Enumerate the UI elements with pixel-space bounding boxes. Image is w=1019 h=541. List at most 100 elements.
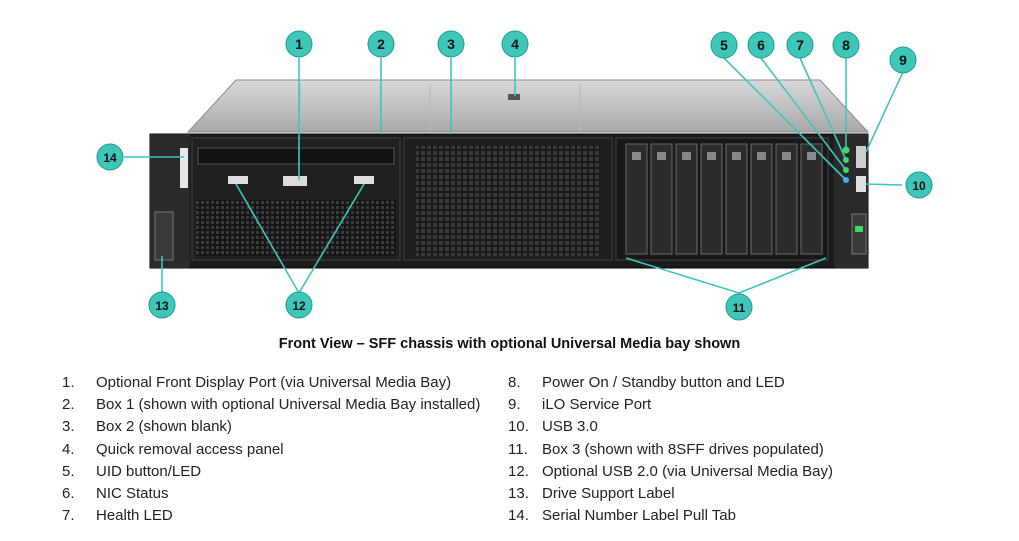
- legend-number: 8.: [508, 374, 521, 391]
- callout-number: 12: [292, 299, 306, 313]
- display-port[interactable]: [283, 176, 307, 186]
- legend-text: iLO Service Port: [542, 396, 652, 414]
- callout-circle: [148, 291, 176, 319]
- callout-circle: [285, 30, 313, 58]
- legend-item: 10. USB 3.0: [508, 416, 833, 438]
- callout-9: 9: [889, 46, 917, 74]
- callout-circle: [725, 293, 753, 321]
- usb-2-port-left[interactable]: [228, 176, 248, 184]
- drive-bay[interactable]: [800, 143, 823, 255]
- drive-latch: [632, 152, 641, 160]
- callout-number: 1: [295, 36, 303, 52]
- callout-circle: [832, 31, 860, 59]
- drive-bay[interactable]: [700, 143, 723, 255]
- drive-bay[interactable]: [775, 143, 798, 255]
- optical-drive-slot: [197, 147, 395, 165]
- drive-bay[interactable]: [750, 143, 773, 255]
- legend-item: 9. iLO Service Port: [508, 394, 833, 416]
- legend-right-column: 8. Power On / Standby button and LED 9. iL…: [508, 372, 833, 527]
- callout-number: 13: [155, 299, 169, 313]
- callout-number: 10: [912, 179, 926, 193]
- callout-number: 11: [733, 301, 746, 315]
- legend-text: Box 1 (shown with optional Universal Med…: [96, 396, 481, 414]
- legend-text: Box 3 (shown with 8SFF drives populated): [542, 440, 824, 458]
- callout-7: 7: [786, 31, 814, 59]
- callout-8: 8: [832, 31, 860, 59]
- callout-circle: [747, 31, 775, 59]
- callout-number: 6: [757, 37, 765, 53]
- legend-number: 13.: [508, 484, 529, 502]
- legend-number: 14.: [508, 507, 529, 525]
- legend-text: Power On / Standby button and LED: [542, 374, 785, 391]
- legend-text: Drive Support Label: [542, 484, 675, 502]
- legend-item: 14. Serial Number Label Pull Tab: [508, 505, 833, 527]
- callout-number: 7: [796, 37, 804, 53]
- legend-number: 11.: [508, 440, 528, 458]
- legend-item: 1.Optional Front Display Port (via Unive…: [62, 372, 480, 394]
- legend-number: 5.: [62, 462, 75, 480]
- callout-3: 3: [437, 30, 465, 58]
- callout-number: 8: [842, 37, 850, 53]
- callout-1: 1: [285, 30, 313, 58]
- drive-bay[interactable]: [625, 143, 648, 255]
- ilo-service-port[interactable]: [856, 146, 866, 168]
- legend-text: Box 2 (shown blank): [96, 418, 232, 436]
- legend-text: NIC Status: [96, 484, 169, 502]
- usb-2-port-right[interactable]: [354, 176, 374, 184]
- drive-latch: [757, 152, 766, 160]
- callout-number: 14: [103, 151, 117, 165]
- legend-number: 4.: [62, 440, 75, 458]
- callout-12: 12: [285, 291, 313, 319]
- callout-14: 14: [96, 143, 124, 171]
- callout-circle: [786, 31, 814, 59]
- callout-leader-lines: [124, 57, 904, 294]
- drive-latch: [782, 152, 791, 160]
- legend-number: 9.: [508, 396, 521, 414]
- legend-text: UID button/LED: [96, 462, 202, 480]
- callout-13: 13: [148, 291, 176, 319]
- legend-item: 8. Power On / Standby button and LED: [508, 372, 833, 394]
- chassis-top-cover: [186, 79, 870, 133]
- legend-text: Serial Number Label Pull Tab: [542, 507, 736, 525]
- callout-circle: [367, 30, 395, 58]
- callout-number: 5: [720, 37, 728, 53]
- callout-circle: [501, 30, 529, 58]
- drive-support-label: [154, 211, 174, 261]
- drive-bay[interactable]: [675, 143, 698, 255]
- callout-number: 9: [899, 52, 907, 68]
- access-panel-latch: [508, 94, 520, 100]
- callout-number: 4: [511, 36, 519, 52]
- legend-item: 13. Drive Support Label: [508, 483, 833, 505]
- callout-circle: [905, 171, 933, 199]
- legend-item: 6. NIC Status: [62, 483, 480, 505]
- drive-bay[interactable]: [725, 143, 748, 255]
- legend-text: Health LED: [96, 507, 173, 525]
- drive-latch: [732, 152, 741, 160]
- legend-item: 11. Box 3 (shown with 8SFF drives populat…: [508, 439, 833, 461]
- legend-number: 12.: [508, 462, 529, 480]
- box-3-drive-cage: [615, 137, 829, 261]
- callout-2: 2: [367, 30, 395, 58]
- legend-number: 10.: [508, 418, 529, 436]
- callout-5: 5: [710, 31, 738, 59]
- legend-text: USB 3.0: [542, 418, 598, 436]
- callout-circle: [437, 30, 465, 58]
- figure-caption: Front View – SFF chassis with optional U…: [278, 336, 741, 352]
- callout-number: 2: [377, 36, 385, 52]
- usb-3-port[interactable]: [856, 176, 866, 192]
- serial-number-pull-tab[interactable]: [180, 148, 188, 188]
- callout-6: 6: [747, 31, 775, 59]
- callout-10: 10: [905, 171, 933, 199]
- chassis-front: [149, 133, 869, 269]
- legend-left-column: 1.Optional Front Display Port (via Unive…: [62, 372, 480, 527]
- drive-bay[interactable]: [650, 143, 673, 255]
- legend-item: 3.Box 2 (shown blank): [62, 416, 480, 438]
- legend-item: 7.Health LED: [62, 505, 480, 527]
- legend-number: 6.: [62, 484, 75, 502]
- callout-circle: [889, 46, 917, 74]
- callout-circle: [710, 31, 738, 59]
- callout-11: 11: [725, 293, 753, 321]
- legend-text: Quick removal access panel: [96, 440, 284, 458]
